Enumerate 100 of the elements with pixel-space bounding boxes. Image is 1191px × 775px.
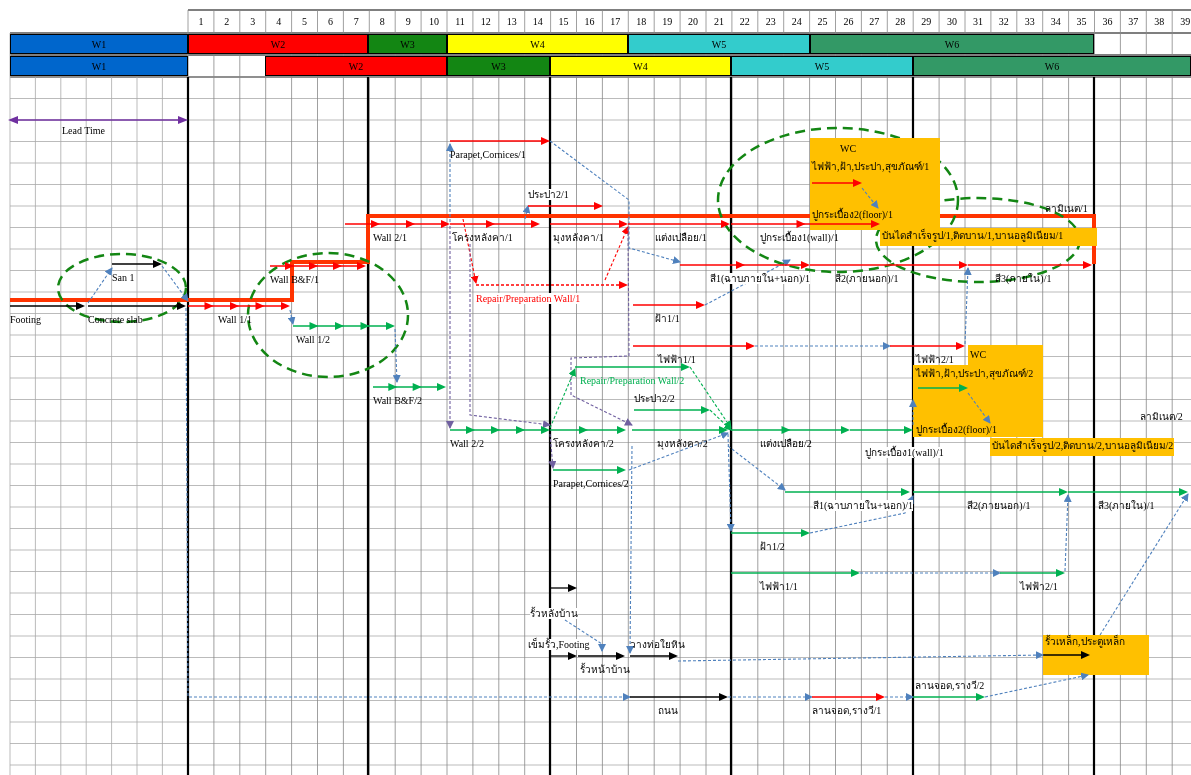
column-number: 10 bbox=[428, 15, 441, 28]
column-number: 14 bbox=[531, 15, 544, 28]
column-number: 16 bbox=[583, 15, 596, 28]
dependency-arrow bbox=[859, 569, 1001, 577]
activity-label: สี2(ภายนอก)/1 bbox=[810, 260, 968, 285]
dimension-label: Lead Time bbox=[62, 124, 106, 137]
dependency-arrow bbox=[87, 267, 113, 304]
column-number: 22 bbox=[738, 15, 751, 28]
column-number: 17 bbox=[609, 15, 622, 28]
activity-label: โครงหลังคา/2 bbox=[550, 425, 626, 450]
column-number: 35 bbox=[1075, 15, 1088, 28]
column-number: 25 bbox=[816, 15, 829, 28]
column-number: 9 bbox=[404, 15, 412, 28]
column-number: 34 bbox=[1049, 15, 1062, 28]
dependency-arrow bbox=[628, 431, 729, 471]
column-number: 11 bbox=[454, 15, 466, 28]
week-band: W4 bbox=[550, 56, 731, 76]
column-number: 13 bbox=[505, 15, 518, 28]
week-band: W3 bbox=[368, 34, 447, 54]
dependency-arrow bbox=[704, 259, 791, 306]
week-band: W2 bbox=[188, 34, 368, 54]
highlight-box bbox=[1043, 635, 1149, 675]
dependency-arrow bbox=[548, 433, 557, 469]
activity-label: ลานจอด,รางวี/2 bbox=[913, 679, 985, 702]
activity-label: มุงหลังคา/2 bbox=[632, 425, 728, 450]
week-band: W6 bbox=[810, 34, 1094, 54]
column-number: 27 bbox=[868, 15, 881, 28]
activity-label: Wall B&F/2 bbox=[373, 382, 446, 407]
column-number: 8 bbox=[378, 15, 386, 28]
activity-label: ปูกระเบื้อง2(floor)/1 bbox=[812, 208, 893, 221]
activity-label: Footing bbox=[10, 301, 85, 326]
dependency-arrow bbox=[884, 693, 914, 701]
column-number: 29 bbox=[920, 15, 933, 28]
column-number: 33 bbox=[1023, 15, 1036, 28]
activity-label: ลามิเนต/2 bbox=[1140, 410, 1183, 423]
dependency-arrow bbox=[185, 307, 631, 701]
column-number: 20 bbox=[687, 15, 700, 28]
dependency-arrow bbox=[604, 226, 629, 281]
column-number: 32 bbox=[997, 15, 1010, 28]
column-number: 38 bbox=[1153, 15, 1166, 28]
column-number: 15 bbox=[557, 15, 570, 28]
dependency-arrow bbox=[462, 218, 479, 284]
week-band: W1 bbox=[10, 56, 188, 76]
column-number: 39 bbox=[1179, 15, 1191, 28]
dependency-arrow bbox=[984, 672, 1089, 698]
box-text: บันไดสำเร็จรูป/2,ติดบาน/2,บานอลูมิเนียม/2 bbox=[992, 440, 1174, 451]
column-number: 6 bbox=[326, 15, 334, 28]
dependency-arrow bbox=[570, 227, 633, 426]
dependency-arrow bbox=[1063, 494, 1072, 572]
dependency-arrow bbox=[754, 342, 891, 350]
box-text: รั้วเหล็ก,ประตูเหล็ก bbox=[1045, 636, 1125, 647]
dependency-arrow bbox=[726, 433, 735, 532]
column-number: 5 bbox=[301, 15, 309, 28]
activity-label: ฝ้า1/2 bbox=[731, 528, 810, 553]
activity-label: ประปา2/2 bbox=[634, 392, 710, 415]
activity-label: Wall 1/2 bbox=[293, 321, 395, 346]
activity-label: รั้วหลังบ้าน bbox=[530, 583, 578, 620]
box-text: WC bbox=[970, 348, 987, 361]
dependency-arrow bbox=[522, 205, 531, 220]
week-band: W2 bbox=[265, 56, 447, 76]
activity-label: แต่งเปลือย/1 bbox=[628, 219, 730, 244]
column-number: 3 bbox=[249, 15, 257, 28]
activity-label: ถนน bbox=[630, 692, 728, 717]
column-number: 23 bbox=[764, 15, 777, 28]
dependency-arrow bbox=[626, 445, 635, 654]
dependency-arrow bbox=[727, 693, 813, 701]
column-number: 31 bbox=[971, 15, 984, 28]
dependency-arrow bbox=[287, 309, 296, 325]
highlight-box bbox=[990, 438, 1174, 456]
activity-label: ปูกระเบื้อง2(floor)/1 bbox=[916, 423, 997, 436]
column-number: 30 bbox=[946, 15, 959, 28]
box-text: บันไดสำเร็จรูป/1,ติดบาน/1,บานอลูมิเนียม/1 bbox=[882, 230, 1064, 241]
activity-label: ไฟฟ้า,ฝ้า,ประปา,สุขภัณฑ์/1 bbox=[812, 160, 930, 188]
column-number: 36 bbox=[1101, 15, 1114, 28]
activity-label: Wall 2/2 bbox=[450, 425, 550, 450]
column-number: 2 bbox=[223, 15, 231, 28]
week-band: W3 bbox=[447, 56, 550, 76]
column-number: 19 bbox=[661, 15, 674, 28]
activity-label: Parapet,Cornices/1 bbox=[450, 136, 550, 161]
activity-label: สี2(ภายนอก)/1 bbox=[913, 487, 1068, 512]
dependency-arrow bbox=[727, 445, 786, 491]
column-number: 4 bbox=[275, 15, 283, 28]
activity-label: ไฟฟ้า2/1 bbox=[1000, 568, 1065, 593]
activity-label: มุงหลังคา/1 bbox=[550, 219, 628, 244]
dependency-arrow bbox=[689, 366, 732, 429]
dependency-arrow bbox=[861, 187, 879, 209]
activity-label: ลานจอด,รางวี/1 bbox=[812, 692, 885, 717]
activity-label: วางท่อใยหิน bbox=[630, 638, 685, 661]
activity-label: สี1(ฉาบภายใน+นอก)/1 bbox=[785, 487, 914, 512]
activity-label: Wall 2/1 bbox=[345, 219, 450, 244]
activity-label: โครงหลังคา/1 bbox=[450, 219, 540, 244]
dependency-arrow bbox=[161, 265, 189, 302]
dependency-arrow bbox=[1099, 493, 1189, 636]
activity-label: สี1(ฉาบภายใน+นอก)/1 bbox=[680, 260, 811, 285]
activity-label: สี3(ภายใน)/1 bbox=[1068, 487, 1188, 512]
dependency-arrow bbox=[809, 495, 914, 534]
highlight-box bbox=[810, 138, 940, 230]
week-band: W5 bbox=[628, 34, 810, 54]
week-band: W5 bbox=[731, 56, 913, 76]
activity-label: Repair/Preparation Wall/1 bbox=[476, 280, 628, 305]
